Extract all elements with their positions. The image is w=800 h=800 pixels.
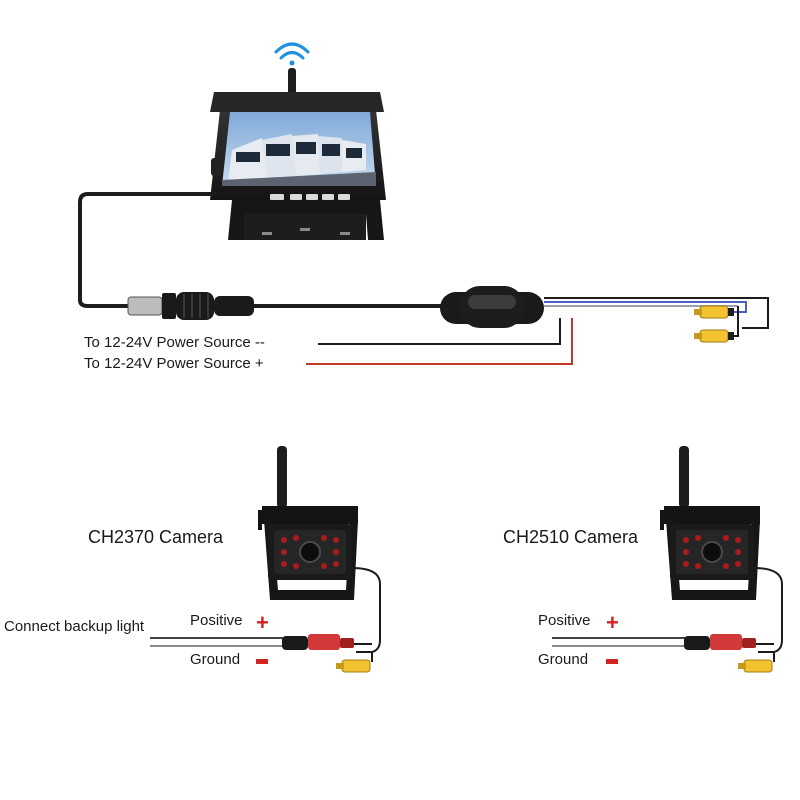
camera-antenna (277, 446, 287, 508)
plus-icon: + (256, 610, 269, 635)
negative-power-wire (318, 318, 561, 345)
minus-icon (606, 659, 618, 664)
rca-leads (544, 297, 769, 337)
rca-connector-icon (336, 659, 371, 673)
minus-icon (256, 659, 268, 664)
camera-2-harness (552, 634, 774, 673)
camera-antenna (679, 446, 689, 508)
positive-power-wire (306, 318, 573, 365)
camera-2-positive-label: Positive (538, 612, 591, 629)
plus-icon: + (606, 610, 619, 635)
monitor-buttons (270, 194, 350, 200)
camera-1 (258, 446, 381, 662)
power-positive-label: To 12-24V Power Source + (84, 355, 264, 372)
aviation-connector (127, 292, 254, 320)
rca-connector-icon (738, 659, 773, 673)
monitor-screen (222, 112, 376, 186)
camera-2 (660, 446, 783, 662)
camera-2-title: CH2510 Camera (503, 527, 639, 547)
camera-2-ground-label: Ground (538, 651, 589, 668)
camera-1-positive-label: Positive (190, 612, 243, 629)
camera-1-title: CH2370 Camera (88, 527, 224, 547)
monitor-bracket (228, 200, 384, 240)
camera-1-harness (150, 634, 372, 673)
rca-connector-icon (694, 305, 734, 319)
monitor (210, 42, 386, 240)
power-negative-label: To 12-24V Power Source -- (84, 334, 265, 351)
camera-1-ground-label: Ground (190, 651, 241, 668)
monitor-cable (78, 192, 216, 308)
camera-1-backup-label: Connect backup light (4, 618, 145, 635)
rca-connector-icon (694, 329, 734, 343)
wifi-icon (274, 42, 310, 66)
junction-box (440, 286, 544, 328)
